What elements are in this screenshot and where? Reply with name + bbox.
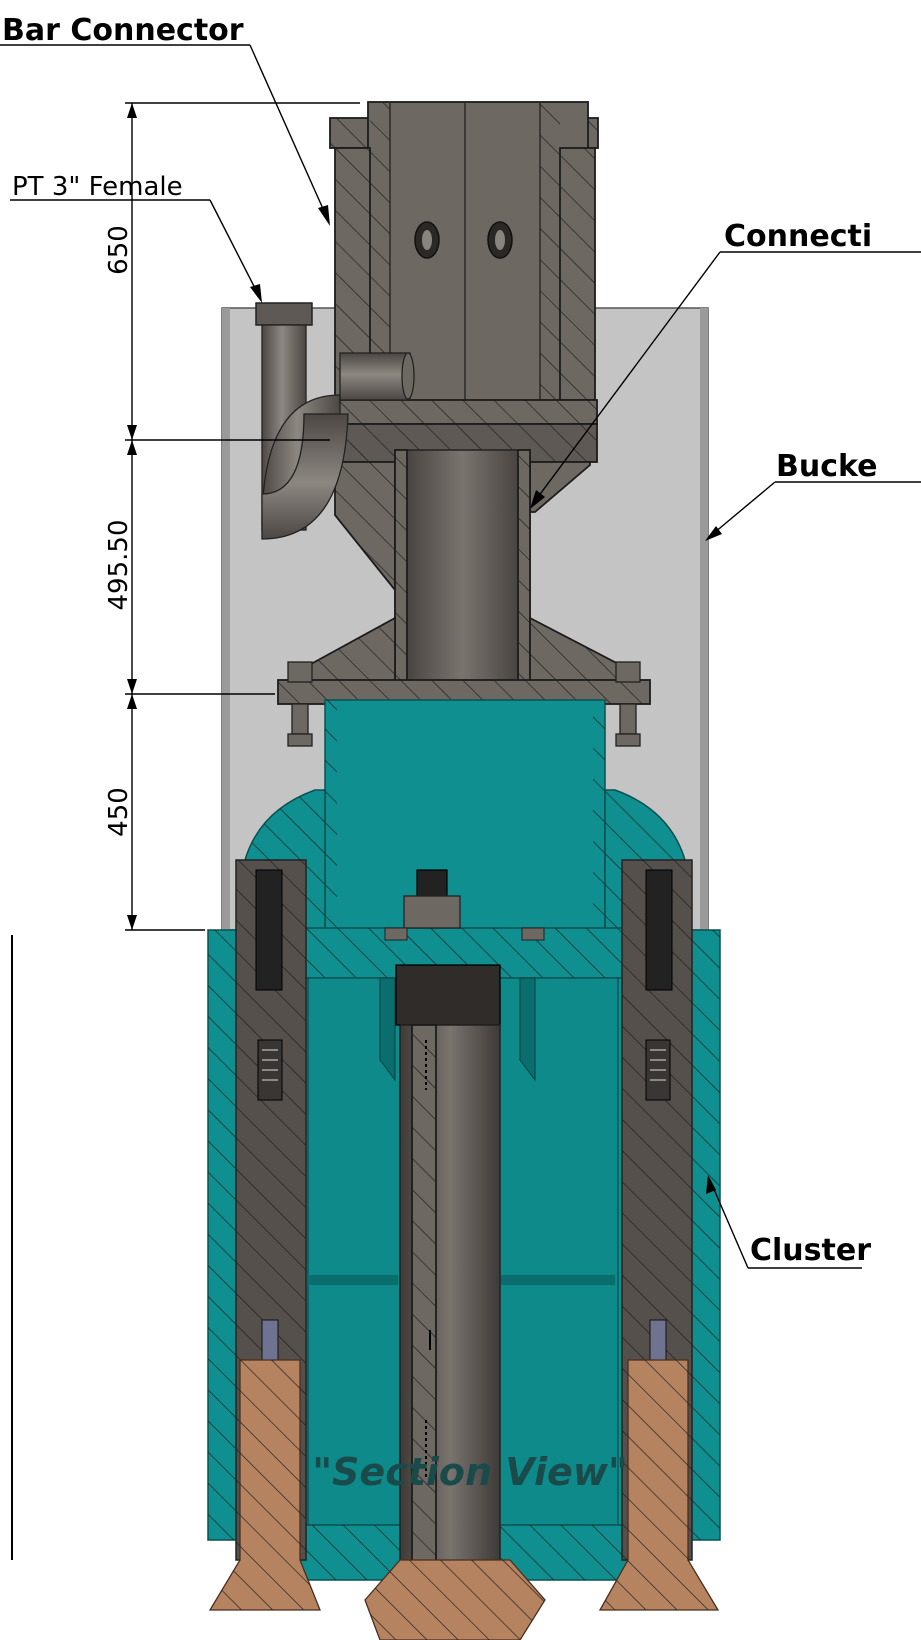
- view-title: "Section View": [312, 1450, 628, 1494]
- hammer-column-right: [598, 859, 720, 1611]
- bolt-hole-left: [414, 221, 440, 259]
- callout-bar-connector: Bar Connector: [2, 13, 244, 48]
- hammer-column-left: [208, 859, 321, 1611]
- bolt-hole-right: [487, 221, 513, 259]
- flange-bolt-right: [615, 661, 641, 747]
- callout-pt-female: PT 3" Female: [12, 172, 183, 202]
- flange-bolt-left: [287, 661, 313, 747]
- center-bit: [364, 1559, 546, 1640]
- pt-female-pipe: [255, 302, 415, 540]
- callout-bucket: Bucke: [776, 449, 878, 484]
- callout-cluster: Cluster: [750, 1233, 871, 1268]
- callout-leaders: [0, 44, 921, 1269]
- central-shaft: [395, 964, 501, 1581]
- dimension-middle: 495.50: [104, 520, 134, 611]
- dimension-bottom: 450: [104, 787, 134, 837]
- pilot-valve: [403, 869, 461, 929]
- dimension-lines: [125, 102, 360, 931]
- dimension-top: 650: [104, 225, 134, 275]
- callout-connection: Connecti: [724, 219, 872, 254]
